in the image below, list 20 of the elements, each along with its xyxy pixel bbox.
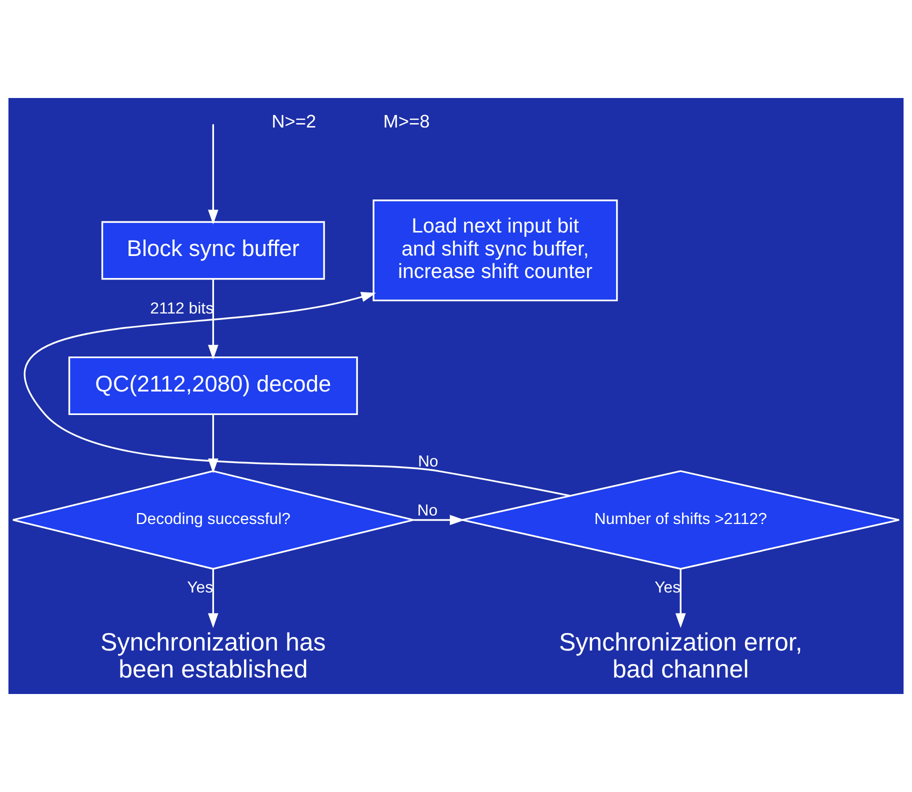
arrow bbox=[24, 292, 570, 497]
node-box: Block sync buffer bbox=[101, 221, 325, 280]
arrow bbox=[675, 569, 686, 628]
label: N>=2 bbox=[272, 111, 316, 132]
arrow bbox=[208, 279, 218, 360]
node-text: Synchronization has been established bbox=[100, 628, 326, 684]
edge-label: No bbox=[418, 454, 438, 471]
label: M>=8 bbox=[383, 111, 430, 132]
arrow bbox=[208, 569, 218, 628]
edge-label: Yes bbox=[654, 580, 681, 597]
node-diamond: Number of shifts >2112? bbox=[461, 470, 900, 570]
edge-label: 2112 bits bbox=[150, 300, 214, 318]
arrow bbox=[414, 514, 465, 526]
arrow bbox=[208, 124, 218, 225]
edge-label: Yes bbox=[187, 580, 214, 597]
edge-label: No bbox=[417, 502, 438, 520]
node-box: QC(2112,2080) decode bbox=[68, 356, 358, 416]
node-text: Synchronization error, bad channel bbox=[558, 628, 802, 684]
node-box: Load next input bit and shift sync buffer, increase shift counter bbox=[372, 200, 618, 302]
node-diamond: Decoding successful? bbox=[12, 470, 414, 570]
